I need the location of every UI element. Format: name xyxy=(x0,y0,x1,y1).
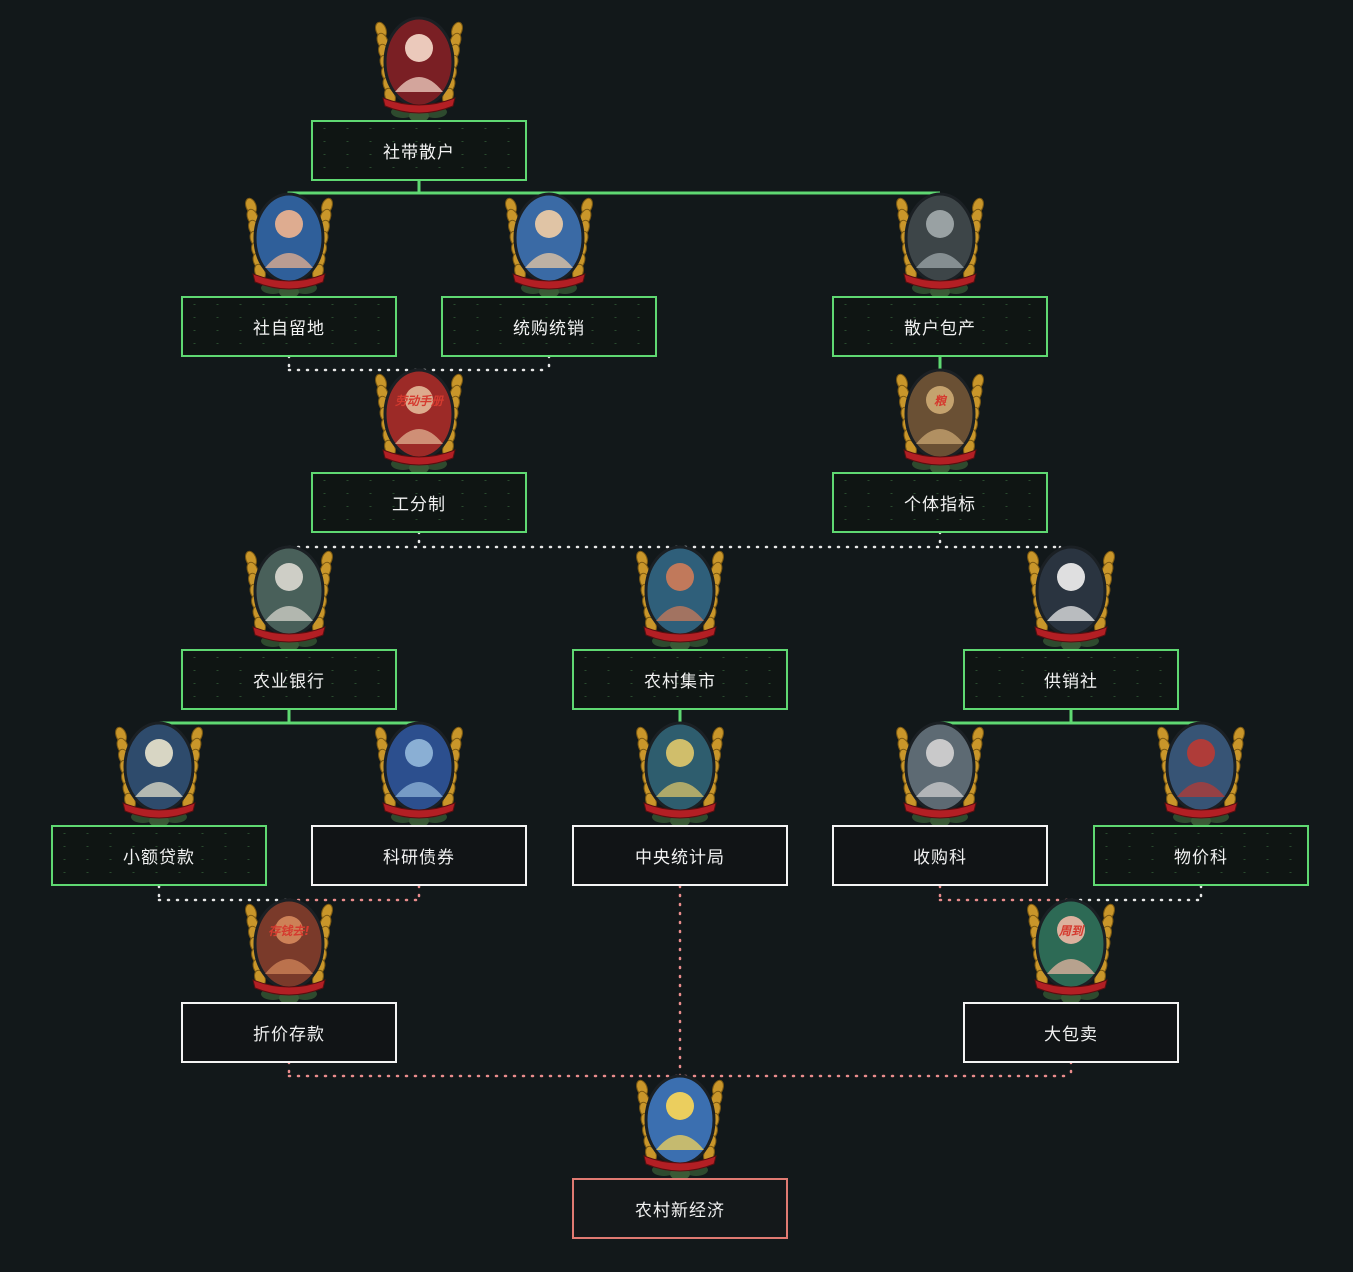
focus-node-nongye_bank[interactable]: 农业银行 xyxy=(181,529,397,710)
market-crowd-icon xyxy=(636,545,724,651)
focus-label-box[interactable]: 个体指标 xyxy=(832,472,1048,533)
emblem-text: 劳动手册 xyxy=(394,394,443,408)
focus-name: 中央统计局 xyxy=(635,848,725,868)
focus-name: 供销社 xyxy=(1044,672,1098,692)
focus-name: 农村新经济 xyxy=(635,1201,725,1221)
focus-name: 个体指标 xyxy=(904,495,976,515)
focus-node-zhejia[interactable]: 存钱去! 折价存款 xyxy=(181,882,397,1063)
focus-label-box[interactable]: 供销社 xyxy=(963,649,1179,710)
focus-node-ziliudi[interactable]: 社自留地 xyxy=(181,176,397,357)
focus-label-box[interactable]: 农村新经济 xyxy=(572,1178,788,1239)
focus-node-keyan[interactable]: 科研债券 xyxy=(311,705,527,886)
focus-name: 收购科 xyxy=(913,848,967,868)
dove-woman-portrait-icon xyxy=(1027,545,1115,651)
research-cubes-icon xyxy=(375,721,463,827)
savings-poster-icon xyxy=(245,898,333,1004)
farmer-poster-icon xyxy=(245,192,333,298)
focus-name: 农业银行 xyxy=(253,672,325,692)
focus-node-tongji[interactable]: 中央统计局 xyxy=(572,705,788,886)
focus-label-box[interactable]: 工分制 xyxy=(311,472,527,533)
old-farmer-portrait-icon xyxy=(896,192,984,298)
focus-label-box[interactable]: 收购科 xyxy=(832,825,1048,886)
focus-label-box[interactable]: 社自留地 xyxy=(181,296,397,357)
focus-label-box[interactable]: 物价科 xyxy=(1093,825,1309,886)
grain-sack-chart-icon xyxy=(896,368,984,474)
focus-node-tonggou[interactable]: 统购统销 xyxy=(441,176,657,357)
emblem-text: 周到 xyxy=(1058,924,1083,938)
focus-name: 科研债券 xyxy=(383,848,455,868)
officials-group-icon xyxy=(896,721,984,827)
bank-building-icon xyxy=(245,545,333,651)
vendor-woman-icon xyxy=(1027,898,1115,1004)
focus-node-wujia[interactable]: 物价科 xyxy=(1093,705,1309,886)
focus-name: 折价存款 xyxy=(253,1025,325,1045)
focus-label-box[interactable]: 大包卖 xyxy=(963,1002,1179,1063)
focus-name: 社自留地 xyxy=(253,319,325,339)
focus-name: 散户包产 xyxy=(904,319,976,339)
focus-label-box[interactable]: 社带散户 xyxy=(311,120,527,181)
focus-node-gongxiao[interactable]: 供销社 xyxy=(963,529,1179,710)
focus-name: 大包卖 xyxy=(1044,1025,1098,1045)
focus-name: 农村集市 xyxy=(644,672,716,692)
focus-label-box[interactable]: 折价存款 xyxy=(181,1002,397,1063)
woman-with-hat-poster-icon xyxy=(505,192,593,298)
focus-node-xiaoe[interactable]: 小额贷款 xyxy=(51,705,267,886)
cash-man-icon xyxy=(115,721,203,827)
focus-label-box[interactable]: 科研债券 xyxy=(311,825,527,886)
focus-name: 小额贷款 xyxy=(123,848,195,868)
focus-label-box[interactable]: 统购统销 xyxy=(441,296,657,357)
focus-node-xinjingji[interactable]: 农村新经济 xyxy=(572,1058,788,1239)
focus-node-shougou[interactable]: 收购科 xyxy=(832,705,1048,886)
focus-name: 社带散户 xyxy=(383,143,455,163)
focus-node-jishi[interactable]: 农村集市 xyxy=(572,529,788,710)
focus-name: 工分制 xyxy=(392,495,446,515)
pie-chart-icon xyxy=(636,721,724,827)
red-telephone-icon xyxy=(1157,721,1245,827)
focus-label-box[interactable]: 中央统计局 xyxy=(572,825,788,886)
focus-node-gongfen[interactable]: 劳动手册工分制 xyxy=(311,352,527,533)
focus-label-box[interactable]: 小额贷款 xyxy=(51,825,267,886)
labor-handbook-icon xyxy=(375,368,463,474)
focus-label-box[interactable]: 农业银行 xyxy=(181,649,397,710)
focus-name: 物价科 xyxy=(1174,848,1228,868)
focus-label-box[interactable]: 散户包产 xyxy=(832,296,1048,357)
focus-node-dabaomai[interactable]: 周到大包卖 xyxy=(963,882,1179,1063)
emblem-text: 粮 xyxy=(933,394,946,408)
focus-node-sanhu[interactable]: 散户包产 xyxy=(832,176,1048,357)
emblem-text: 存钱去! xyxy=(268,924,310,938)
focus-node-geti[interactable]: 粮个体指标 xyxy=(832,352,1048,533)
focus-node-shedai[interactable]: 社带散户 xyxy=(311,0,527,181)
focus-name: 统购统销 xyxy=(513,319,585,339)
focus-label-box[interactable]: 农村集市 xyxy=(572,649,788,710)
flower-girl-icon xyxy=(636,1074,724,1180)
anime-girl-portrait-icon xyxy=(375,16,463,122)
